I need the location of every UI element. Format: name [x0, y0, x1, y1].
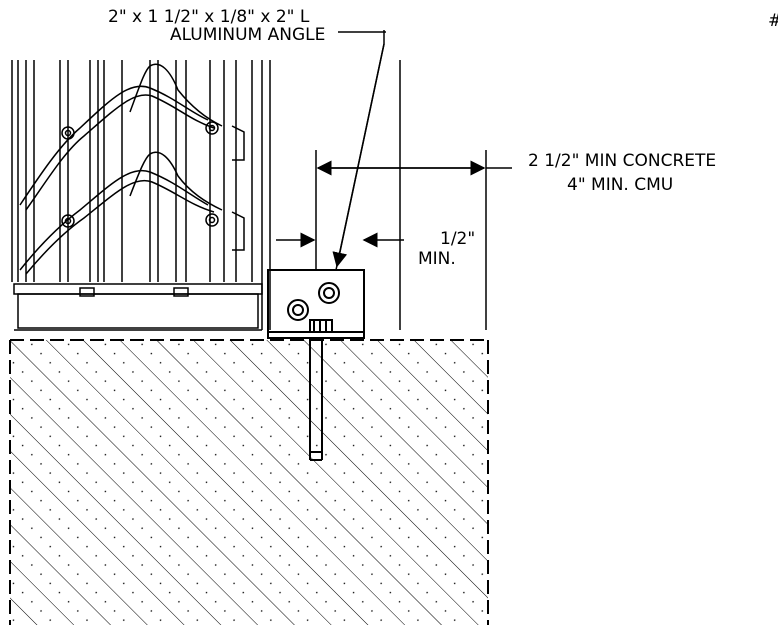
gap-label-line2: MIN. [418, 249, 456, 269]
anchor-bolt [309, 338, 323, 461]
concrete-base [9, 339, 489, 625]
corner-mark: # [768, 11, 778, 31]
aluminum-angle [267, 269, 365, 339]
edge-distance-label-line2: 4" MIN. CMU [567, 175, 673, 195]
edge-distance-label-line1: 2 1/2" MIN CONCRETE [528, 151, 716, 171]
angle-label-line1: 2" x 1 1/2" x 1/8" x 2" L [108, 7, 310, 27]
railing-panel [11, 60, 271, 331]
angle-label-line2: ALUMINUM ANGLE [170, 25, 325, 45]
gap-label-line1: 1/2" [440, 229, 475, 249]
dimension-lines [276, 30, 512, 330]
